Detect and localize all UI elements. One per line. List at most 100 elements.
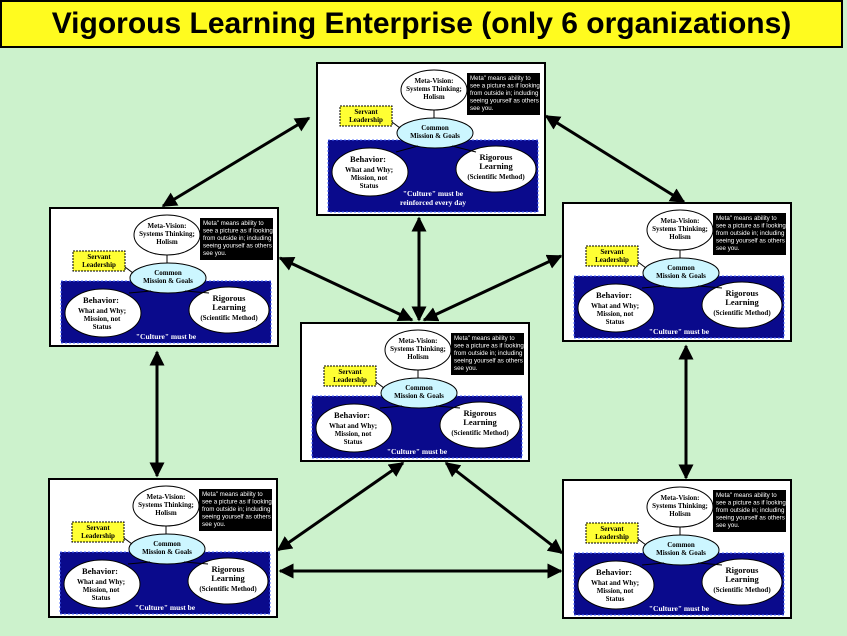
internal-arrows <box>637 250 723 289</box>
culture-label: "Culture" must be <box>649 604 710 613</box>
servant-leadership-box <box>323 365 377 387</box>
meta-vision-label: Meta-Vision:Systems Thinking;Holism <box>139 222 195 246</box>
rigorous-learning-method: (Scientific Method) <box>199 585 257 593</box>
internal-arrows <box>375 370 461 409</box>
rigorous-learning-method: (Scientific Method) <box>713 309 771 317</box>
rigorous-learning-ellipse <box>455 145 537 193</box>
rigorous-learning-ellipse <box>188 286 270 334</box>
arrow-center-bottom-left <box>276 461 405 552</box>
meta-note-box <box>199 489 272 531</box>
meta-note-box <box>451 333 524 375</box>
behavior-ellipse <box>331 147 409 197</box>
meta-vision-label: Meta-Vision:Systems Thinking;Holism <box>138 493 194 517</box>
org-middle-left: Meta-Vision:Systems Thinking;Holism Meta"… <box>49 207 279 347</box>
meta-note-box <box>713 490 786 532</box>
arrow-center-bottom-right <box>444 461 564 555</box>
behavior-title: Behavior: <box>82 566 118 576</box>
behavior-ellipse <box>315 403 393 453</box>
servant-leadership-box <box>585 522 639 544</box>
mission-ellipse <box>642 257 720 289</box>
rigorous-learning-ellipse <box>439 401 521 449</box>
culture-label: "Culture" must be <box>136 332 197 341</box>
servant-leadership-box <box>71 521 125 543</box>
behavior-ellipse <box>577 560 655 610</box>
internal-arrows <box>124 255 210 294</box>
meta-note-box <box>467 73 540 115</box>
internal-arrows <box>123 526 209 565</box>
meta-note-box <box>713 213 786 255</box>
behavior-ellipse <box>577 283 655 333</box>
culture-label: "Culture" must be <box>135 603 196 612</box>
behavior-ellipse <box>63 559 141 609</box>
behavior-title: Behavior: <box>350 154 386 164</box>
org-middle-right: Meta-Vision:Systems Thinking;Holism Meta"… <box>562 202 792 342</box>
behavior-ellipse <box>64 288 142 338</box>
page-title: Vigorous Learning Enterprise (only 6 org… <box>51 7 792 40</box>
behavior-title: Behavior: <box>596 567 632 577</box>
rigorous-learning-method: (Scientific Method) <box>467 173 525 181</box>
meta-vision-label: Meta-Vision:Systems Thinking;Holism <box>390 337 446 361</box>
mission-ellipse <box>396 117 474 149</box>
arrow-top-left <box>161 116 311 208</box>
behavior-title: Behavior: <box>83 295 119 305</box>
org-center: Meta-Vision:Systems Thinking;Holism Meta"… <box>300 322 530 462</box>
servant-leadership-box <box>339 105 393 127</box>
servant-leadership-box <box>585 245 639 267</box>
culture-label: "Culture" must be <box>649 327 710 336</box>
rigorous-learning-method: (Scientific Method) <box>200 314 258 322</box>
mission-ellipse <box>129 262 207 294</box>
behavior-title: Behavior: <box>334 410 370 420</box>
culture-label: "Culture" must be <box>387 447 448 456</box>
rigorous-learning-method: (Scientific Method) <box>451 429 509 437</box>
org-bottom-right: Meta-Vision:Systems Thinking;Holism Meta"… <box>562 479 792 619</box>
mission-ellipse <box>128 533 206 565</box>
rigorous-learning-ellipse <box>187 557 269 605</box>
internal-arrows <box>391 110 477 153</box>
arrow-left-center <box>278 256 414 322</box>
mission-ellipse <box>380 377 458 409</box>
meta-vision-label: Meta-Vision:Systems Thinking;Holism <box>652 494 708 518</box>
title-banner: Vigorous Learning Enterprise (only 6 org… <box>0 0 843 48</box>
meta-vision-label: Meta-Vision:Systems Thinking;Holism <box>652 217 708 241</box>
servant-leadership-box <box>72 250 126 272</box>
arrow-right-center <box>422 254 563 322</box>
rigorous-learning-method: (Scientific Method) <box>713 586 771 594</box>
rigorous-learning-ellipse <box>701 558 783 606</box>
org-bottom-left: Meta-Vision:Systems Thinking;Holism Meta"… <box>48 478 278 618</box>
internal-arrows <box>637 527 723 566</box>
rigorous-learning-ellipse <box>701 281 783 329</box>
behavior-title: Behavior: <box>596 290 632 300</box>
